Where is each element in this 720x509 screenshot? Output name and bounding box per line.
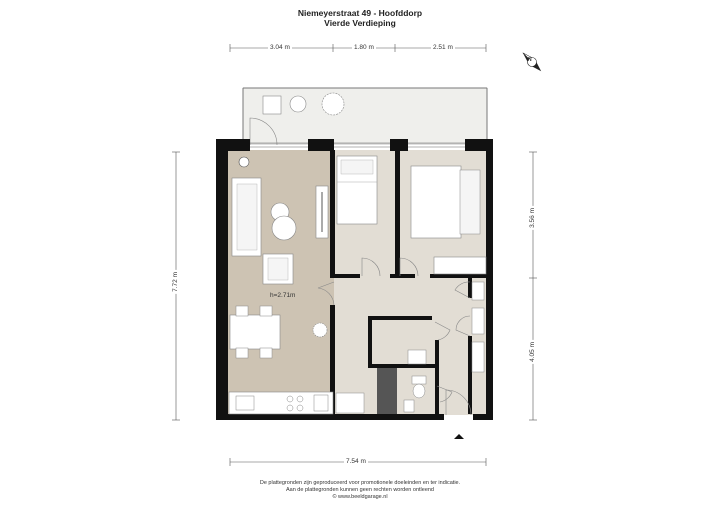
toilet-door-swing	[436, 385, 453, 403]
dimension-line-right	[529, 151, 537, 421]
dimension-top-right: 2.51 m	[431, 44, 455, 52]
dining-chair	[235, 347, 249, 359]
entrance-arrow-icon	[454, 434, 464, 439]
hall-door-swing	[454, 281, 471, 299]
bathroom-door-swing	[434, 321, 451, 341]
small-bedroom-door-swing	[361, 257, 381, 277]
dimension-top-middle: 1.80 m	[352, 44, 376, 52]
dimension-bottom: 7.54 m	[344, 458, 368, 466]
dining-chair	[259, 347, 273, 359]
hall-floor	[334, 275, 486, 415]
stove-icon	[286, 395, 304, 412]
plant-icon	[312, 322, 328, 338]
dimension-left: 7.72 m	[172, 270, 180, 294]
terrace-door-swing	[249, 117, 278, 146]
side-table	[271, 215, 297, 241]
entrance-door-swing	[445, 389, 472, 416]
utility-cabinet	[335, 392, 365, 414]
terrace-table	[289, 95, 307, 113]
sink-icon	[235, 395, 255, 411]
compass-letter: N	[528, 57, 532, 63]
toilet-tank	[411, 375, 427, 385]
floor-title: Vierde Verdieping	[324, 18, 396, 28]
toilet-icon	[412, 383, 426, 399]
oven-icon	[313, 394, 329, 412]
large-bedroom-door-swing	[399, 257, 419, 277]
toilet-basin	[403, 399, 415, 413]
terrace	[242, 87, 488, 145]
dimension-right-lower: 4.05 m	[529, 340, 537, 364]
compass-icon	[522, 52, 542, 72]
footer-disclaimer: De plattegronden zijn geproduceerd voor …	[259, 480, 461, 486]
dimension-right-upper: 3.56 m	[529, 206, 537, 230]
dark-block	[377, 368, 397, 414]
dining-chair	[259, 305, 273, 317]
dining-chair	[235, 305, 249, 317]
double-bed	[410, 165, 462, 239]
wardrobe	[433, 256, 487, 275]
address-title: Niemeyerstraat 49 - Hoofddorp	[297, 8, 423, 18]
walls	[216, 139, 493, 420]
washbasin	[407, 349, 427, 365]
lamp-icon	[238, 156, 250, 168]
kitchen-counter	[228, 391, 334, 415]
footer-copyright: © www.beeldgarage.nl	[332, 494, 388, 500]
dining-table	[229, 314, 281, 350]
dimension-top-left: 3.04 m	[268, 44, 292, 52]
windows	[250, 142, 465, 148]
living-door-swing	[317, 281, 335, 306]
terrace-chair	[262, 95, 282, 115]
ceiling-height-label: h=2.71m	[270, 292, 296, 299]
terrace-plant	[321, 92, 345, 116]
storage-door-swing	[455, 315, 471, 337]
footer-rights: Aan de plattegronden kunnen geen rechten…	[285, 487, 434, 493]
